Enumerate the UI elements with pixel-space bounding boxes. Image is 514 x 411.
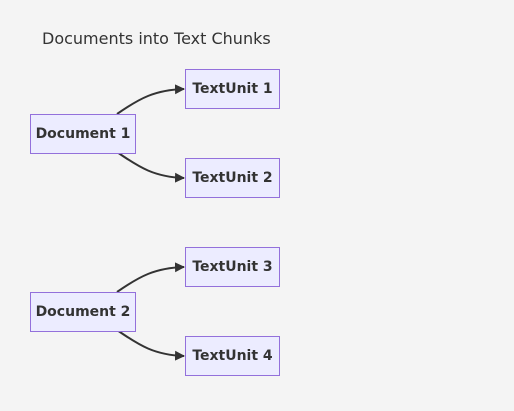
- edge-doc2-textunit3: [116, 262, 185, 293]
- textunit-node-label: TextUnit 1: [192, 81, 273, 97]
- document-node-label: Document 1: [35, 126, 131, 142]
- edge-doc1-textunit1: [116, 84, 185, 115]
- textunit-node-2[interactable]: TextUnit 2: [185, 158, 280, 198]
- document-node-2[interactable]: Document 2: [30, 292, 136, 332]
- textunit-node-label: TextUnit 4: [192, 348, 273, 364]
- edge-doc2-textunit4: [116, 329, 185, 361]
- textunit-node-4[interactable]: TextUnit 4: [185, 336, 280, 376]
- document-node-1[interactable]: Document 1: [30, 114, 136, 154]
- diagram-title: Documents into Text Chunks: [42, 29, 271, 48]
- textunit-node-label: TextUnit 3: [192, 259, 273, 275]
- textunit-node-1[interactable]: TextUnit 1: [185, 69, 280, 109]
- edge-doc1-textunit2: [116, 151, 185, 183]
- textunit-node-3[interactable]: TextUnit 3: [185, 247, 280, 287]
- document-node-label: Document 2: [35, 304, 131, 320]
- textunit-node-label: TextUnit 2: [192, 170, 273, 186]
